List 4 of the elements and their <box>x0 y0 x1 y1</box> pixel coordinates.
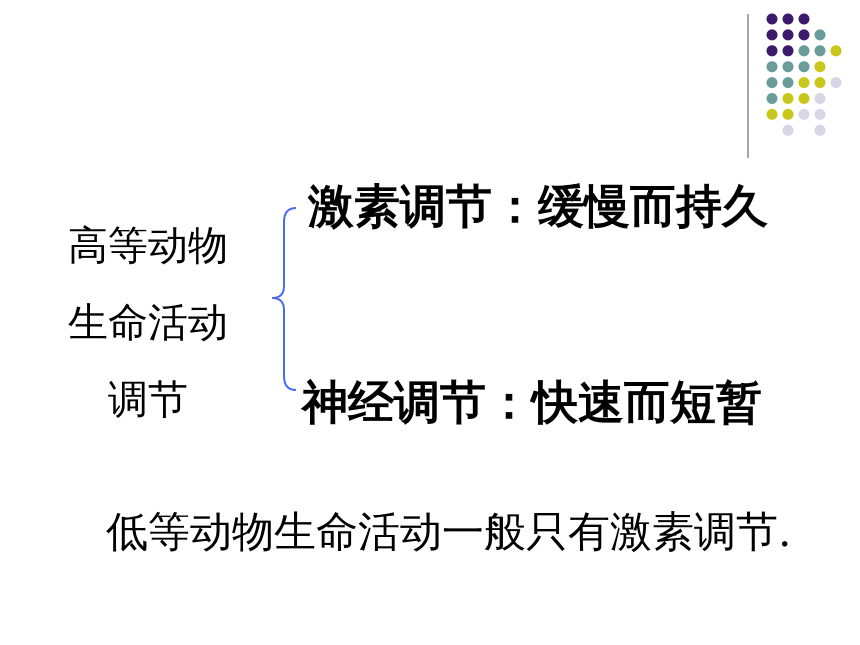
list-item-text: 神经调节：快速而短暂 <box>302 374 762 431</box>
list-item-text: 激素调节：缓慢而持久 <box>308 178 768 235</box>
note-text: 低等动物生命活动一般只有激素调节. <box>106 506 792 558</box>
topic-text: 高等动物生命活动调节 <box>67 222 229 425</box>
